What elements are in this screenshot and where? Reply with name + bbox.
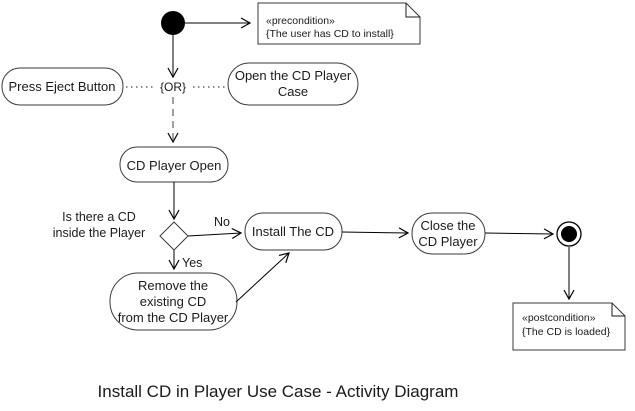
action-remove-cd-label-line3: from the CD Player bbox=[118, 310, 229, 325]
action-cd-player-open-label: CD Player Open bbox=[127, 158, 222, 173]
install-to-close-edge bbox=[341, 227, 410, 239]
note-fold-corner bbox=[405, 3, 420, 18]
close-to-final-edge bbox=[484, 228, 555, 240]
diagram-title: Install CD in Player Use Case - Activity… bbox=[98, 382, 459, 401]
action-install-cd-label: Install The CD bbox=[252, 224, 334, 239]
decision-question-line1: Is there a CD bbox=[62, 210, 136, 224]
action-press-eject: Press Eject Button bbox=[1, 67, 124, 106]
decision-diamond bbox=[159, 221, 189, 251]
or-label: {OR} bbox=[160, 80, 186, 94]
decision-question-line2: inside the Player bbox=[53, 226, 145, 240]
action-remove-cd-label-line2: existing CD bbox=[140, 294, 206, 309]
action-close-player-label-line2: CD Player bbox=[418, 234, 478, 249]
initial-node bbox=[161, 11, 185, 35]
action-install-cd: Install The CD bbox=[244, 212, 343, 251]
action-open-case-label-line2: Case bbox=[278, 84, 308, 99]
action-close-player: Close the CD Player bbox=[411, 212, 486, 255]
action-open-case-label-line1: Open the CD Player bbox=[235, 68, 352, 83]
action-close-player-label-line1: Close the bbox=[421, 218, 476, 233]
precondition-body: {The user has CD to install} bbox=[266, 28, 394, 40]
note-fold-corner bbox=[611, 303, 625, 317]
yes-guard-label: Yes bbox=[182, 256, 202, 270]
action-cd-player-open: CD Player Open bbox=[119, 146, 229, 183]
action-remove-cd: Remove the existing CD from the CD Playe… bbox=[109, 272, 238, 331]
precondition-note: «precondition» {The user has CD to insta… bbox=[257, 2, 421, 45]
final-node bbox=[556, 221, 582, 247]
action-open-case: Open the CD Player Case bbox=[227, 62, 359, 106]
postcondition-note: «postcondition» {The CD is loaded} bbox=[512, 302, 626, 351]
decision-to-install-edge bbox=[187, 227, 243, 240]
no-guard-label: No bbox=[214, 215, 230, 229]
postcondition-stereotype: «postcondition» bbox=[522, 312, 596, 324]
postcondition-body: {The CD is loaded} bbox=[522, 326, 611, 338]
action-remove-cd-label-line1: Remove the bbox=[138, 278, 208, 293]
action-press-eject-label: Press Eject Button bbox=[9, 79, 116, 94]
remove-to-install-edge bbox=[235, 252, 290, 303]
precondition-stereotype: «precondition» bbox=[266, 15, 335, 27]
